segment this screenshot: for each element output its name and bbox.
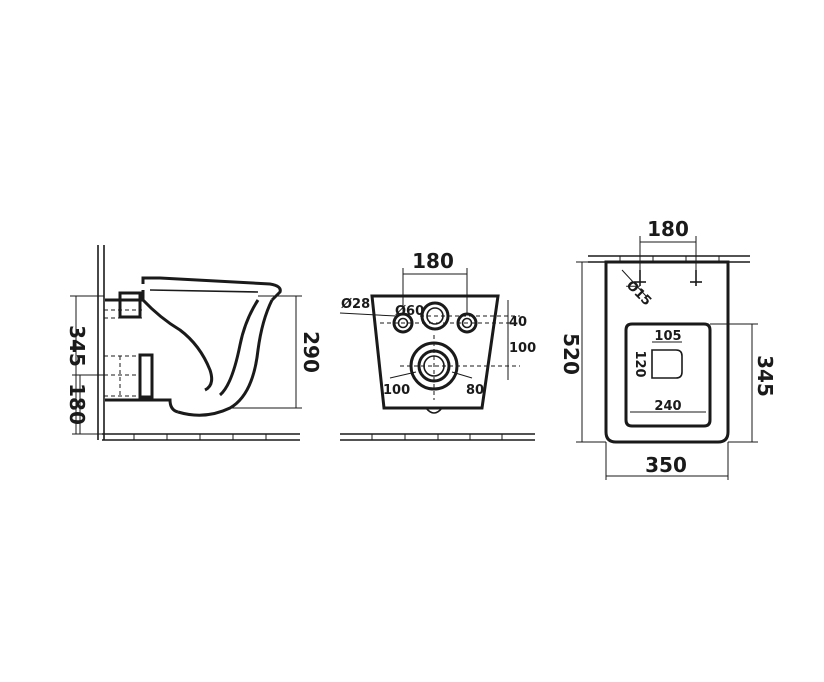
top-view: 180 Ø15 520 105 120 240 345 350 [559,217,777,480]
dim-105-label: 105 [654,329,681,344]
dia-28-label: Ø28 [341,297,370,312]
dim-240-label: 240 [654,399,681,414]
wall-section [97,245,105,440]
dim-100-right-label: 100 [509,341,536,356]
dim-100-80-leader [389,371,473,379]
dim-520-label: 520 [559,333,583,375]
floor-line [102,433,300,441]
outlet-pipe [104,353,154,399]
dim-180-side-label: 180 [65,383,89,425]
dia-15-label: Ø15 [623,278,654,309]
dim-520-top [576,261,606,443]
dim-290-side-label: 290 [299,331,323,373]
dim-180-top-label: 180 [647,217,689,241]
dia-60-label: Ø60 [395,304,424,319]
dim-120-label: 120 [632,350,647,377]
bowl-rear-outline [370,294,500,414]
dim-345-side-label: 345 [65,325,89,367]
dim-100-left-label: 100 [383,383,410,398]
centerline-holes [380,315,520,400]
inlet-pipe [104,291,142,319]
seat-fixing-holes [634,270,702,286]
dim-180-side [72,374,104,435]
dim-345-side [70,295,104,434]
dia-15-leader [621,269,647,297]
bowl-side-profile [105,276,282,417]
dim-180-top [639,236,697,272]
front-view: 180 Ø28 Ø60 40 100 100 80 [339,249,536,441]
dia-28-leader [339,312,397,317]
dim-345-top-label: 345 [753,355,777,397]
dim-290-side [230,295,302,409]
dim-80-label: 80 [466,383,484,398]
dim-345-top [710,323,758,443]
dim-180-front [402,268,468,314]
dim-40-label: 40 [509,315,527,330]
bowl-top-outline [604,260,730,444]
side-view: 345 180 290 [65,245,323,441]
dim-350-label: 350 [645,453,687,477]
dim-180-front-label: 180 [412,249,454,273]
floor-line-front [340,433,535,441]
dim-350-top [605,442,729,480]
bowl-opening [624,322,712,428]
